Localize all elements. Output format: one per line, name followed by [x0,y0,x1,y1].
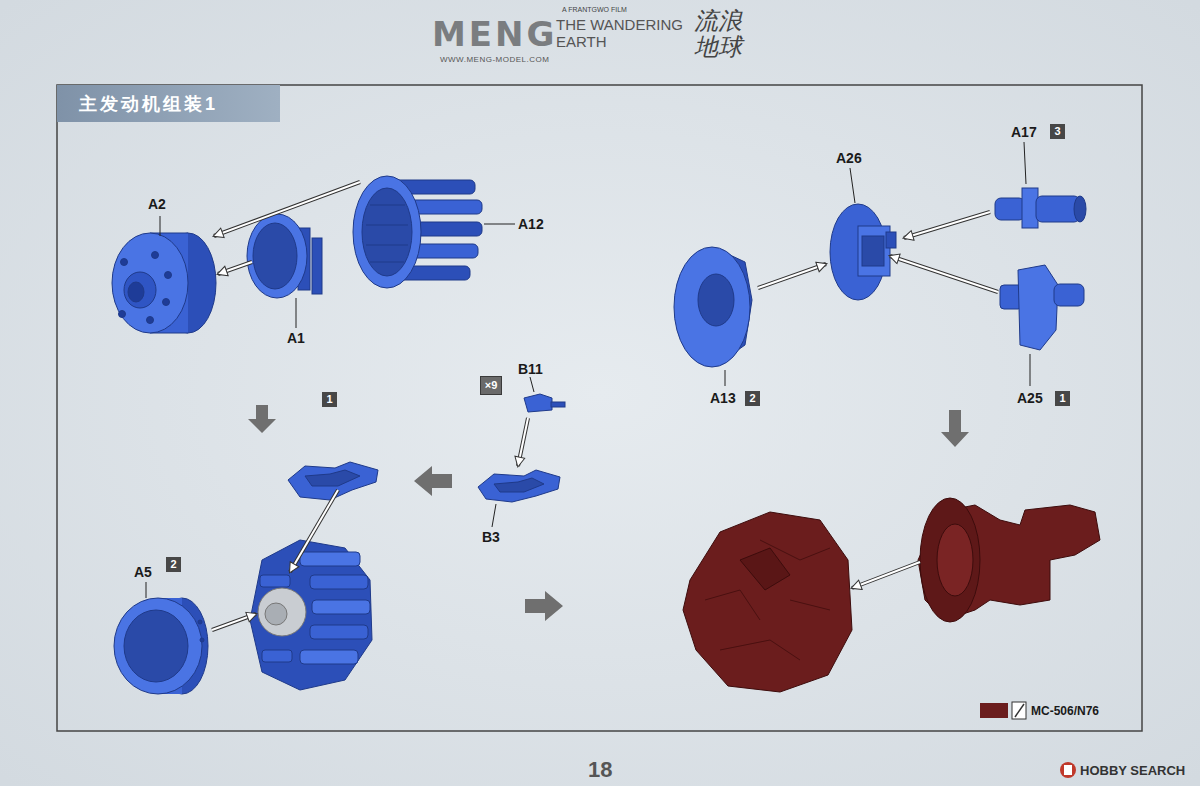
callout-number: 3 [1050,124,1065,139]
part-name: A17 [1011,124,1037,140]
film-title: THE WANDERING EARTH [556,16,686,50]
callout-number: 2 [166,557,181,572]
legend-swatch [980,703,1008,718]
watermark: HOBBY SEARCH [1080,763,1185,778]
callout-text: 2 [170,557,176,572]
film-title-cjk: 流浪地球 [694,8,742,61]
page-number: 18 [588,757,612,783]
callout-text: 1 [1059,391,1065,406]
callout-text: ×9 [485,378,498,393]
part-name: A26 [836,150,862,166]
section-title: 主发动机组装1 [79,92,218,116]
part-name: A12 [518,216,544,232]
section-band: 主发动机组装1 [57,85,280,122]
callout-number: 1 [1055,391,1070,406]
part-name: A25 [1017,390,1043,406]
part-name: B11 [518,361,543,377]
brand-logo: MENG [432,14,557,54]
callout-number: 2 [745,391,760,406]
film-credit: A FRANTGWO FILM [562,6,627,13]
quantity-box: ×9 [480,376,502,395]
callout-text: 3 [1054,124,1060,139]
callout-text: 1 [326,392,332,407]
callout-number: 1 [322,392,337,407]
callout-text: 2 [749,391,755,406]
brush-icon [1012,702,1026,719]
website: WWW.MENG-MODEL.COM [440,55,549,64]
part-name: A2 [148,196,166,212]
legend-text: MC-506/N76 [1031,704,1099,718]
part-name: A1 [287,330,305,346]
part-name: A13 [710,390,736,406]
part-name: A5 [134,564,152,580]
part-name: B3 [482,529,500,545]
